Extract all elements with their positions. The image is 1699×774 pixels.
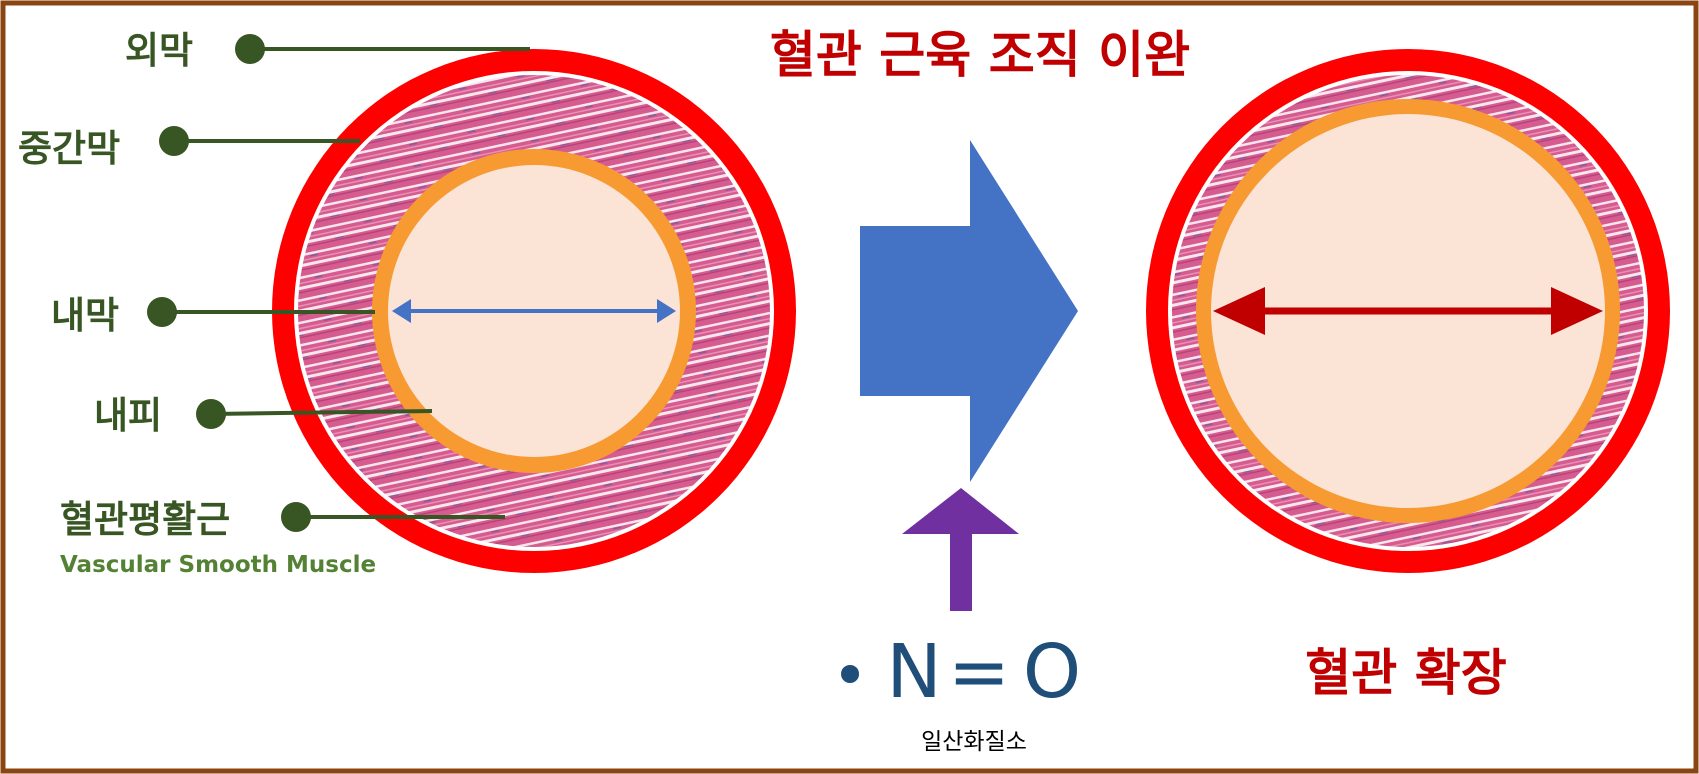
left-arrowhead-left — [392, 299, 411, 323]
label-adventitia: 외막 — [125, 29, 193, 72]
radical-dot: • — [832, 639, 869, 712]
nitric-oxide-input-arrow — [902, 488, 1019, 611]
label-smooth-muscle: 혈관평활근 — [60, 498, 230, 541]
right-arrowhead-left — [1213, 287, 1265, 335]
label-media: 중간막 — [18, 127, 120, 170]
diagram-title: 혈관 근육 조직 이완 — [770, 26, 1190, 84]
molecule-name: 일산화질소 — [921, 729, 1027, 755]
leader-dot-smooth-muscle — [281, 502, 311, 532]
label-smooth-muscle-en: Vascular Smooth Muscle — [60, 552, 376, 578]
formula-nitrogen: N — [886, 629, 941, 715]
leader-dot-media — [159, 126, 189, 156]
left-vessel — [272, 49, 796, 573]
leader-line-endothelium — [210, 409, 433, 416]
label-leaders — [147, 34, 530, 532]
nitric-oxide-formula: • N = O — [832, 629, 1081, 715]
formula-bond: = — [948, 629, 1010, 715]
result-label: 혈관 확장 — [1305, 644, 1506, 702]
process-arrow — [860, 140, 1078, 482]
leader-dot-endothelium — [196, 399, 226, 429]
label-endothelium: 내피 — [94, 394, 162, 437]
right-arrowhead-right — [1551, 287, 1603, 335]
left-arrowhead-right — [657, 299, 676, 323]
leader-dot-adventitia — [235, 34, 265, 64]
label-intima: 내막 — [51, 294, 119, 337]
leader-dot-intima — [147, 297, 177, 327]
formula-oxygen: O — [1023, 629, 1081, 715]
right-vessel — [1146, 49, 1670, 573]
